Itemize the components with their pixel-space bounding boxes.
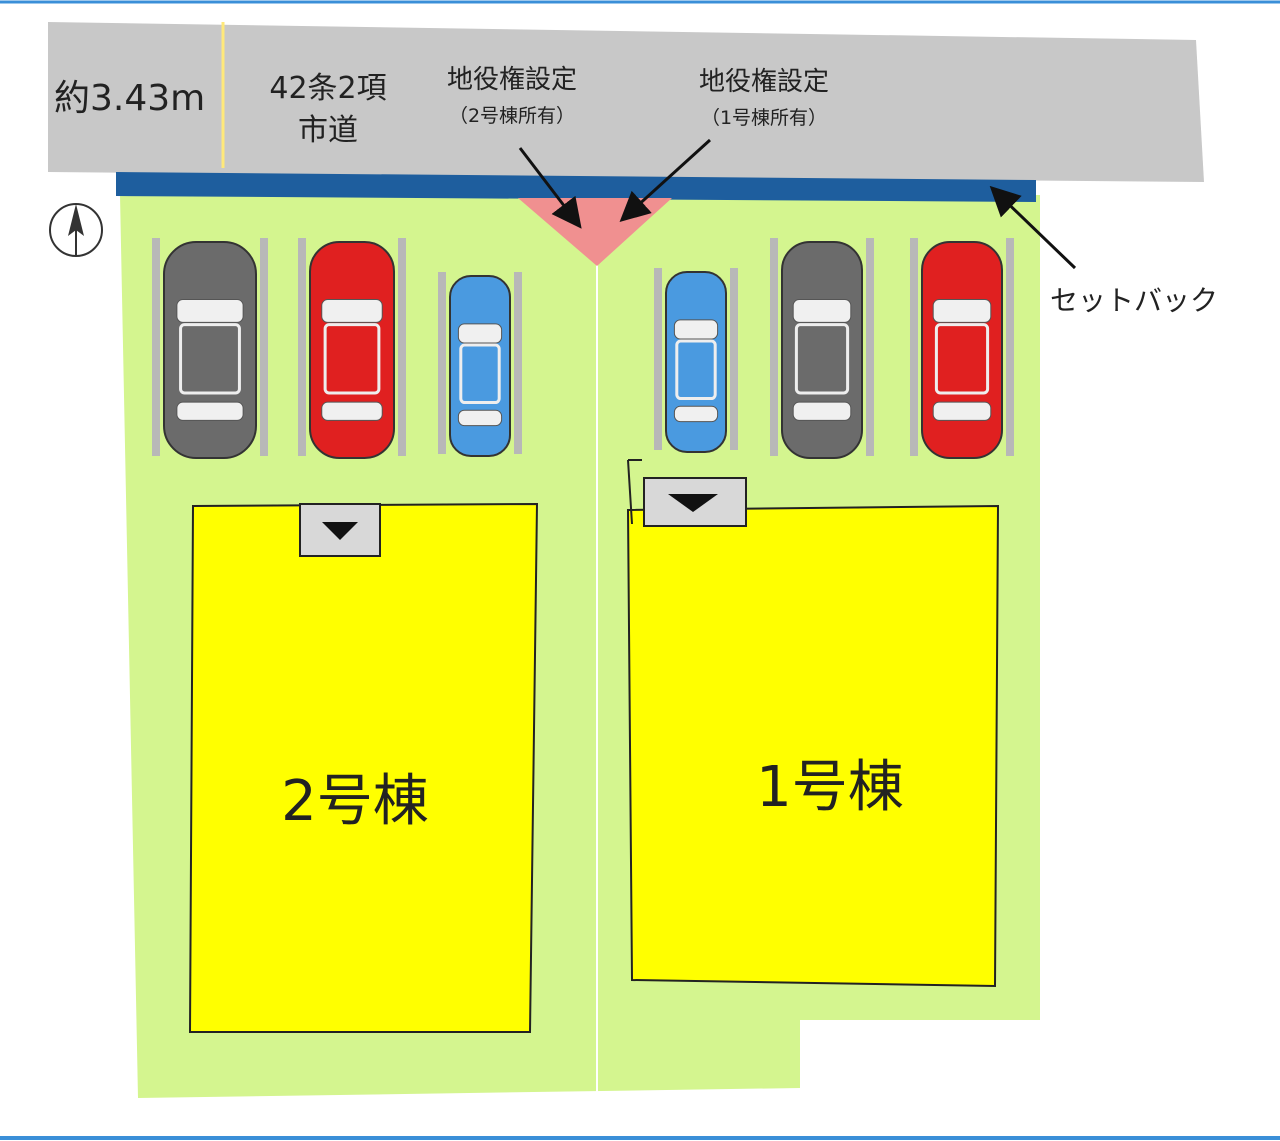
easement-2-arrow (518, 147, 582, 229)
building-1-wall-line (627, 459, 633, 525)
parking-cars (152, 238, 1014, 459)
building-2-name: 2号棟 (281, 769, 429, 834)
easement-1-arrow (619, 138, 712, 223)
parked-car (438, 272, 522, 457)
easement-2-detail: （2号棟所有） (449, 105, 575, 127)
road-type-line1: 42条2項 (269, 71, 386, 106)
setback-arrow (989, 185, 1077, 270)
building-1 (626, 504, 1000, 988)
setback-strip (116, 172, 1036, 202)
building-1-entrance-arrow-icon (668, 494, 718, 512)
building-2 (188, 502, 539, 1033)
parked-car (152, 238, 268, 459)
setback-label: セットバック (1050, 284, 1218, 317)
road-width-label: 約3.43m (54, 78, 205, 119)
building-1-name: 1号棟 (756, 755, 904, 820)
easement-2-title: 地役権設定 (447, 65, 577, 95)
easement-1-title: 地役権設定 (699, 67, 829, 97)
parked-car (910, 238, 1014, 459)
parked-car (770, 238, 874, 459)
parked-car (654, 268, 738, 453)
easement-1-detail: （1号棟所有） (701, 107, 827, 129)
road (48, 22, 1204, 182)
road-type-line2: 市道 (298, 113, 358, 148)
building-2-entrance-arrow-icon (322, 522, 358, 540)
parked-car (298, 238, 406, 459)
easement-triangle-1 (597, 198, 672, 266)
north-compass-icon (49, 203, 103, 257)
